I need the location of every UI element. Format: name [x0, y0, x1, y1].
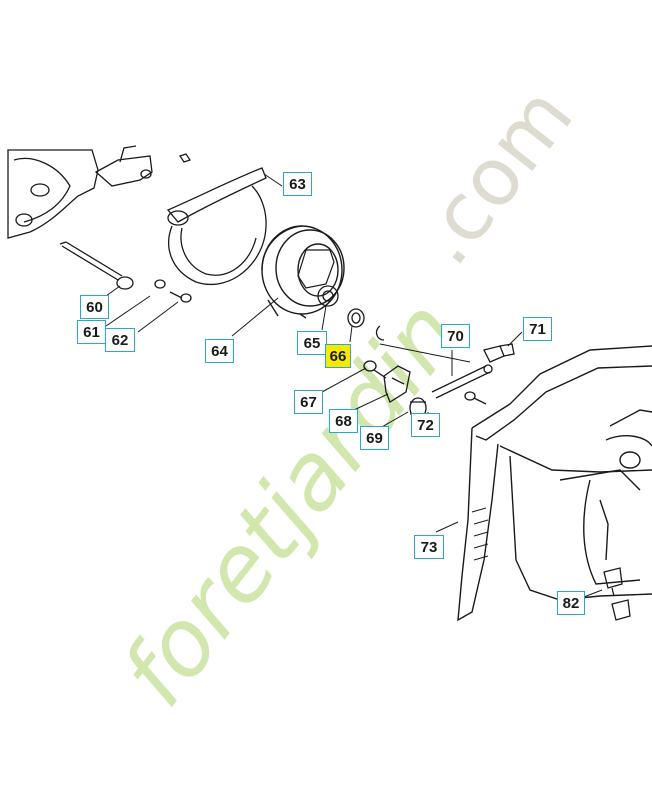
clutch-cover-63 [166, 167, 267, 286]
callout-72[interactable]: 72 [411, 413, 440, 437]
callout-82[interactable]: 82 [557, 591, 585, 615]
callout-61[interactable]: 61 [77, 320, 106, 344]
shaft-70 [431, 364, 493, 399]
fitting-82 [603, 567, 631, 621]
callout-63[interactable]: 63 [283, 172, 312, 196]
bearing-65 [317, 285, 339, 307]
washer-61 [154, 279, 166, 289]
callout-66[interactable]: 66 [325, 344, 351, 368]
watermark: foretjardin .com [101, 70, 591, 726]
screw-69 [464, 391, 487, 405]
leader-lines [105, 173, 603, 601]
callout-68[interactable]: 68 [329, 409, 358, 433]
fitting-71 [483, 343, 515, 363]
screw-62 [169, 291, 192, 303]
callout-64[interactable]: 64 [205, 339, 234, 363]
engine-casing [7, 145, 192, 239]
callout-65[interactable]: 65 [297, 331, 327, 355]
callout-67[interactable]: 67 [294, 390, 323, 414]
callout-70[interactable]: 70 [441, 324, 470, 348]
callout-71[interactable]: 71 [523, 317, 552, 341]
bracket-68 [383, 365, 411, 403]
callout-60[interactable]: 60 [80, 295, 109, 319]
callout-73[interactable]: 73 [414, 535, 444, 559]
clutch-drum-64 [261, 225, 345, 319]
callout-62[interactable]: 62 [105, 328, 135, 352]
housing-73 [457, 345, 652, 622]
watermark-main-text: foretjardin [101, 280, 482, 725]
circlip [375, 325, 385, 341]
watermark-domain-text: .com [397, 70, 591, 282]
washer-66 [347, 308, 365, 328]
bolt-60 [59, 241, 134, 290]
callout-69[interactable]: 69 [360, 426, 389, 450]
